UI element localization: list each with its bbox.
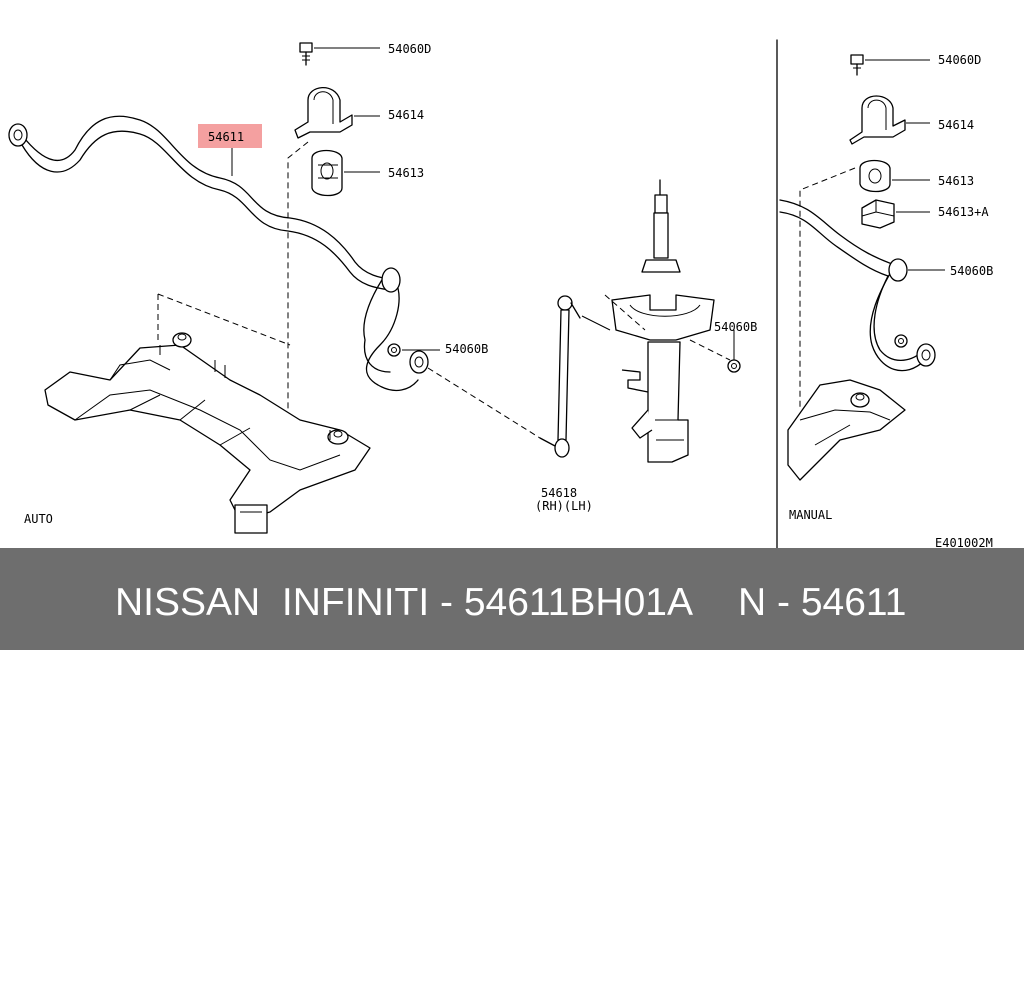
- label-54060b-manual: 54060B: [950, 264, 993, 278]
- label-54060b-mid: 54060B: [445, 342, 488, 356]
- subframe-manual: [787, 379, 906, 481]
- highlight-box: 54611: [198, 124, 262, 176]
- label-54060d-auto: 54060D: [388, 42, 431, 56]
- label-54060b-strut: 54060B: [714, 320, 757, 334]
- clamp-icon-auto: 54614: [294, 86, 424, 139]
- label-54613-manual: 54613: [938, 174, 974, 188]
- bushing-alt-icon-manual: 54613+A: [861, 199, 989, 229]
- brand-part-number: NISSAN INFINITI - 54611BH01A: [115, 581, 693, 624]
- exploded-parts-diagram: 54611 54060D 54614 54613: [8, 39, 993, 548]
- label-manual: MANUAL: [789, 508, 832, 522]
- label-54611: 54611: [208, 130, 244, 144]
- short-part-number: N - 54611: [738, 581, 907, 624]
- stabilizer-bar-manual: 54060B: [779, 199, 993, 372]
- label-54060d-manual: 54060D: [938, 53, 981, 67]
- nut-icon-mid: 54060B: [387, 342, 488, 357]
- bushing-icon-manual: 54613: [859, 159, 974, 193]
- label-54614-auto: 54614: [388, 108, 424, 122]
- nut-icon-strut: 54060B: [714, 320, 757, 373]
- part-number-banner: NISSAN INFINITI - 54611BH01A N - 54611: [0, 548, 1024, 650]
- label-54613-a: 54613+A: [938, 205, 989, 219]
- clamp-icon-manual: 54614: [849, 95, 974, 145]
- label-auto: AUTO: [24, 512, 53, 526]
- bolt-icon-manual: 54060D: [850, 53, 981, 76]
- stabilizer-bar-auto: [8, 115, 429, 392]
- label-54613-auto: 54613: [388, 166, 424, 180]
- label-54618: 54618: [541, 486, 577, 500]
- bolt-icon-auto: 54060D: [299, 42, 431, 66]
- label-54614-manual: 54614: [938, 118, 974, 132]
- label-rh-lh: (RH)(LH): [535, 499, 593, 513]
- bushing-icon-auto: 54613: [311, 149, 424, 197]
- strut-assembly: [604, 179, 731, 463]
- subframe-auto: [44, 293, 371, 534]
- stabilizer-link: 54618 (RH)(LH): [535, 295, 611, 513]
- drawing-code: E401002M: [935, 536, 993, 548]
